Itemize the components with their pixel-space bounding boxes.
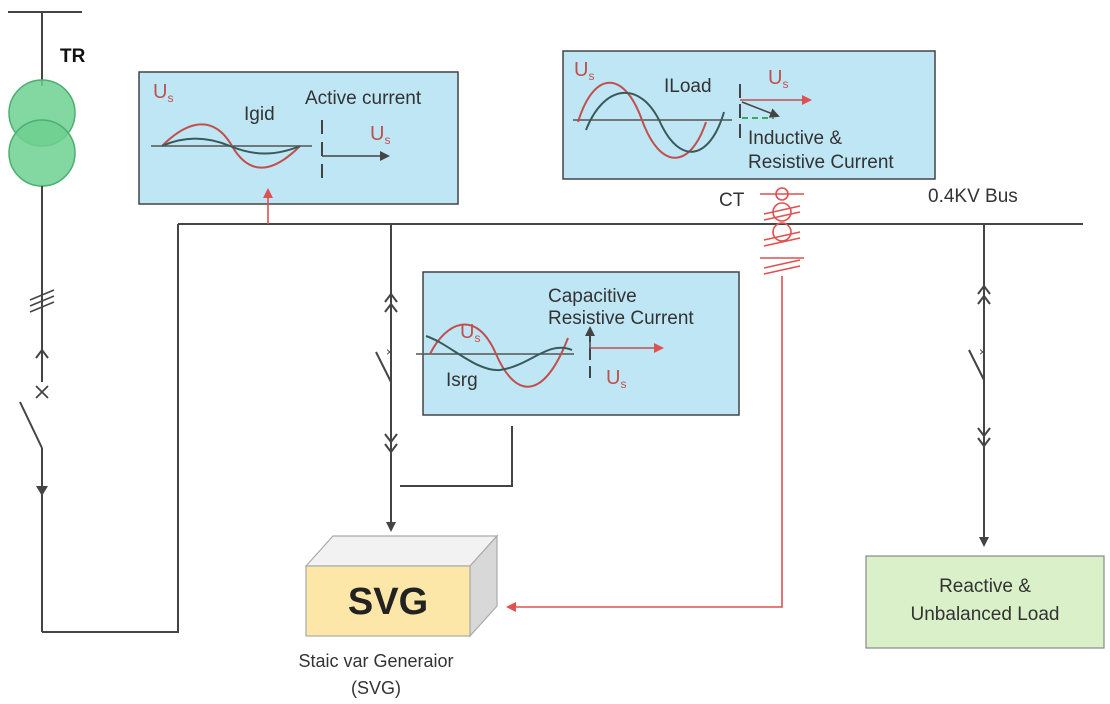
grid-us-label: Us [153,81,173,105]
svg-phasor-us-label: Us [606,367,626,391]
load-us-label: Us [574,59,594,83]
svg-current-label: Isrg [446,370,478,391]
transformer-label: TR [60,46,86,67]
load-current-wave [585,92,725,153]
svg-panel-title-line2: Resistive Current [548,308,694,329]
svg-current-wave [425,335,573,372]
bus-label: 0.4KV Bus [928,186,1018,207]
svg-panel-leader [400,426,513,487]
load-branch-switch-cross: × [979,345,986,359]
load-branch-chevron-up2 [977,294,991,305]
load-label-line1: Reactive & [939,576,1031,597]
svg-branch-chevron-down2 [384,443,398,454]
svg-branch-chevron-up2 [384,302,398,313]
load-panel-title-line1: Inductive & [748,128,842,149]
grid-phasor-us-label: Us [370,123,390,147]
svg-device-face [305,565,471,637]
grid-current-wave [161,137,301,155]
svg-branch-switch-cross: × [386,345,393,359]
svg-device: SVG Staic var Generaior (SVG) [298,534,499,698]
svg-us-label: Us [460,321,480,345]
feeder-return-line [42,224,179,633]
load-branch-chevron-up [977,284,991,295]
svg-device-caption-line1: Staic var Generaior [298,651,453,671]
load-branch: × [968,224,991,547]
grid-current-label: Igid [244,104,275,125]
feeder-down-arrow [36,486,48,496]
svg-device-top [304,535,499,567]
svg-branch-switch-blade [375,351,392,383]
load-current-panel: Us ILoad Us Inductive & Resistive Curren… [562,50,936,180]
grid-current-panel: Us Igid Active current Us [138,71,459,205]
feeder-triple-tick [29,289,55,313]
svg-current-panel: Us Isrg Capacitive Resistive Current Us [416,271,740,416]
load-phasor-us-label: Us [768,67,788,91]
ct-label: CT [719,190,745,211]
svg-branch-chevron-down [384,433,398,444]
transformer-symbol [8,79,76,187]
svg-branch: × [375,224,513,532]
grid-panel-title: Active current [305,88,422,109]
load-branch-switch-blade [968,349,985,381]
load-branch-chevron-down [977,427,991,438]
feeder-switch-blade [19,401,43,449]
feeder-breaker-chevron [35,348,49,359]
transformer-feeder: TR [8,11,179,633]
load-branch-chevron-down2 [977,437,991,448]
svg-device-label: SVG [348,581,428,623]
load-current-label: ILoad [664,76,712,97]
load-panel-title-line2: Resistive Current [748,152,894,173]
svg-panel-title-line1: Capacitive [548,286,637,307]
svg-device-caption-line2: (SVG) [351,678,401,698]
feeder-breaker-cross [35,385,49,399]
current-transformer [760,187,804,275]
reactive-load: Reactive & Unbalanced Load [865,555,1105,649]
svg-voltage-wave [429,323,569,388]
svg-branch-chevron-up [384,292,398,303]
load-phasor-current-arrow [741,101,780,118]
ct-signal-line [506,276,783,612]
load-label-line2: Unbalanced Load [911,604,1060,625]
